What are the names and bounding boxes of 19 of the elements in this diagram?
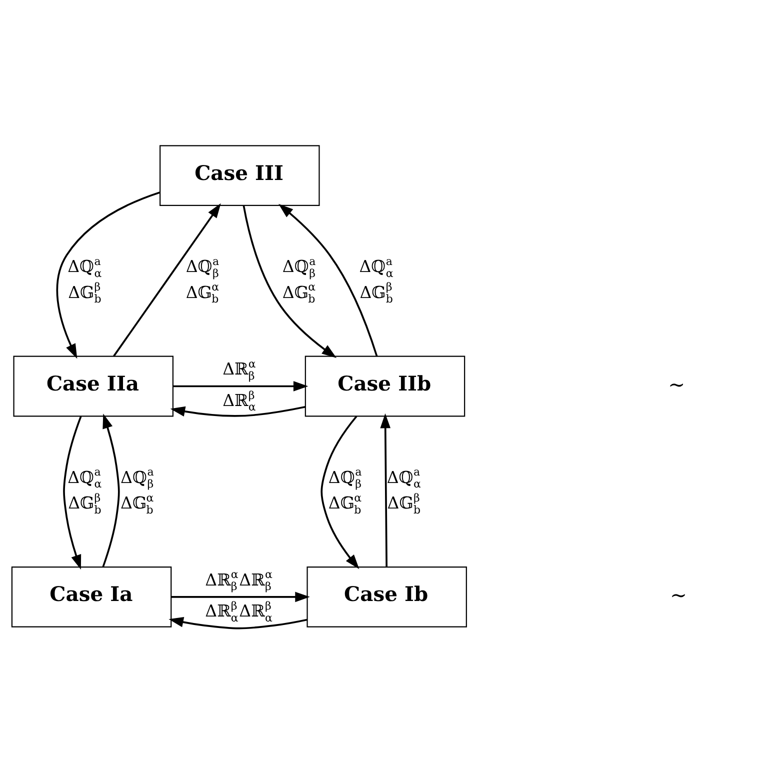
node-box: Case IIa: [13, 356, 174, 417]
node-box: Case III: [160, 145, 320, 206]
arrow: [171, 592, 310, 602]
arrow: [102, 414, 120, 568]
arrow: [380, 413, 391, 567]
label: ∼: [670, 583, 687, 608]
arrow: [168, 617, 308, 630]
arrow: [320, 416, 360, 570]
arrow: [63, 416, 82, 570]
arrow: [278, 204, 378, 357]
arrow: [170, 406, 306, 417]
arrow: [113, 203, 221, 357]
arrow: [173, 381, 308, 392]
arrow: [56, 192, 160, 359]
node-box: Case IIb: [304, 356, 466, 417]
node-box: Case Ib: [306, 566, 467, 628]
arrow: [242, 206, 337, 358]
label: ∼: [668, 372, 686, 396]
node-box: Case Ia: [11, 566, 172, 628]
